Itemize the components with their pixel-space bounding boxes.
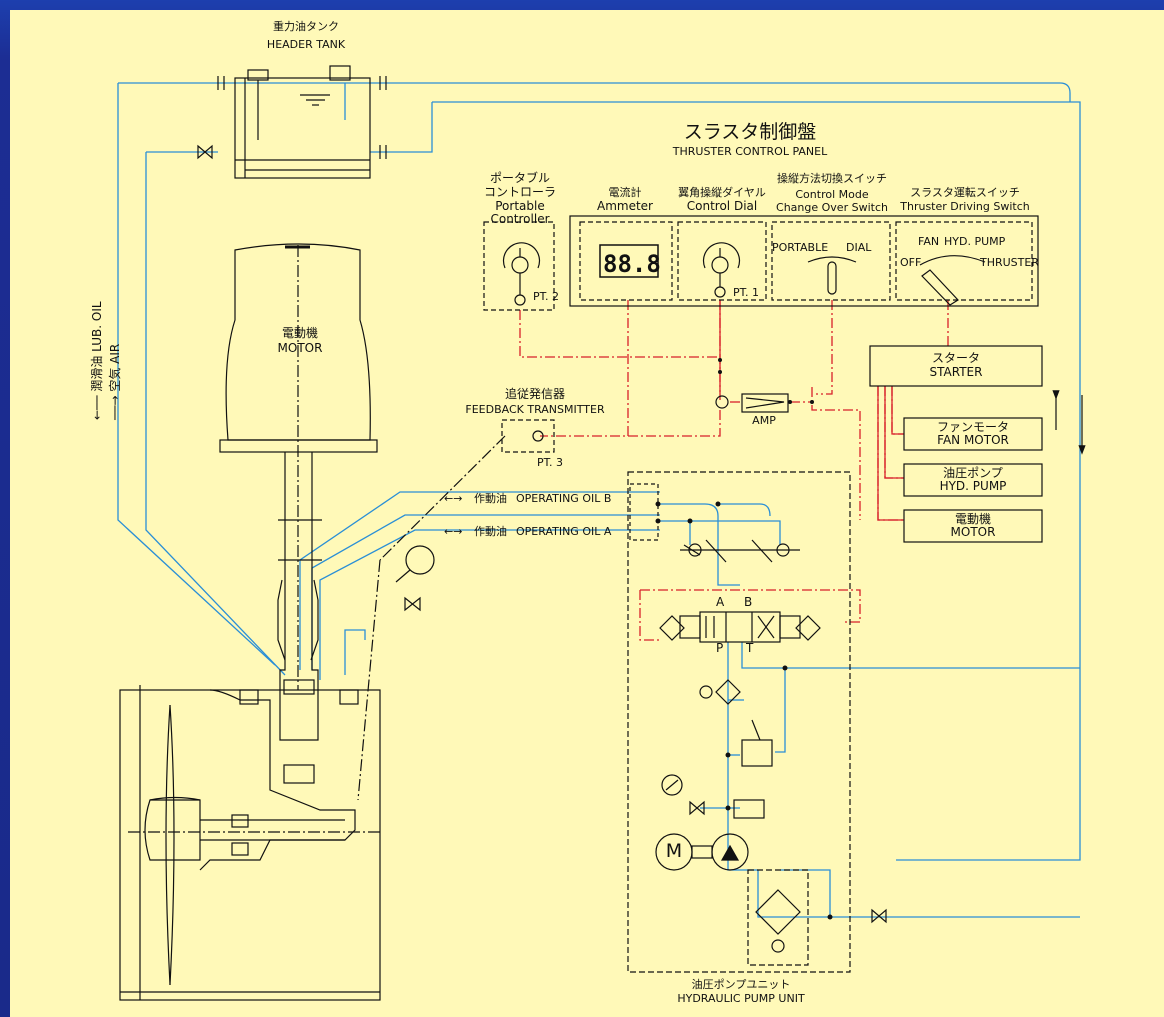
signal-lines [519,300,949,641]
ammeter-label-jp: 電流計 [608,186,642,199]
switch-thruster: THRUSTER [980,256,1039,269]
motor-label-jp: 電動機 [281,326,318,340]
amp-label: AMP [752,414,776,427]
load-motor-en: MOTOR [950,525,996,539]
pump-motor-symbol: M [665,840,683,862]
signal-solid [719,300,904,521]
switch-fan: FAN [918,235,940,248]
op-oil-a-arrow: ←→ [444,525,463,538]
starter-label-jp: スタータ [931,351,980,365]
mode-dial: DIAL [846,241,872,254]
driving-switch-label-en: Thruster Driving Switch [900,200,1030,213]
portable-label-jp: ポータブル [489,171,550,185]
port-a: A [716,595,725,609]
portable-label-en2: Controller [490,212,550,226]
op-oil-b-jp: 作動油 [474,492,507,505]
drawing-lines [119,65,1086,1001]
load-hyd-jp: 油圧ポンプ [943,466,1003,480]
ammeter-display: 88.8 [603,250,661,278]
pt3-label: PT. 3 [536,456,564,469]
mode-portable: PORTABLE [772,241,829,254]
port-p: P [716,641,724,655]
header-tank-label-en: HEADER TANK [266,38,346,51]
ammeter-label-en: Ammeter [597,199,653,213]
side-label-air: ──→ 空気 AIR [106,344,123,420]
op-oil-b-en: OPERATING OIL B [516,492,612,505]
junction-dots [655,358,833,920]
diagram-sheet [10,10,1164,1017]
side-label-air-arrow: ──→ [108,391,122,420]
side-label-lub-oil-text: 潤滑油 LUB. OIL [90,301,104,392]
portable-label-en1: Portable [495,199,545,213]
feedback-label-jp: 追従発信器 [504,387,565,401]
load-fan-en: FAN MOTOR [937,433,1009,447]
control-panel-title-jp: スラスタ制御盤 [683,121,817,143]
load-motor-jp: 電動機 [954,512,991,526]
driving-switch-label-jp: スラスタ運転スイッチ [910,186,1020,199]
feedback-label-en: FEEDBACK TRANSMITTER [465,403,605,416]
starter-label-en: STARTER [929,365,983,379]
load-hyd-en: HYD. PUMP [939,479,1007,493]
portable-label-jp2: コントローラ [483,185,556,199]
pt1-label: PT. 1 [732,286,760,299]
side-label-lub-oil-arrow: ←── [90,391,104,420]
port-b: B [744,595,753,609]
pt2-label: PT. 2 [532,290,560,303]
load-fan-jp: ファンモータ [936,420,1009,434]
side-label-air-text: 空気 AIR [108,343,122,392]
switch-hyd-pump: HYD. PUMP [944,235,1006,248]
mode-switch-label-en2: Change Over Switch [776,201,888,214]
hydraulic-unit-label-en: HYDRAULIC PUMP UNIT [677,992,805,1005]
mode-switch-label-en1: Control Mode [795,188,869,201]
port-t: T [746,641,754,655]
op-oil-a-jp: 作動油 [474,525,507,538]
hydraulic-unit-label-jp: 油圧ポンプユニット [691,978,791,991]
op-oil-a-en: OPERATING OIL A [516,525,612,538]
control-panel-title-en: THRUSTER CONTROL PANEL [672,145,828,158]
motor-label-en: MOTOR [277,341,323,355]
side-label-lub-oil: ←── 潤滑油 LUB. OIL [88,301,105,420]
header-tank-label-jp: 重力油タンク [273,20,339,33]
dial-label-en: Control Dial [686,199,758,213]
op-oil-b-arrow: ←→ [444,492,463,505]
mode-switch-label-jp: 操縦方法切換スイッチ [777,172,887,185]
dial-label-jp: 翼角操縦ダイヤル [678,186,766,199]
switch-off: OFF [900,256,922,269]
